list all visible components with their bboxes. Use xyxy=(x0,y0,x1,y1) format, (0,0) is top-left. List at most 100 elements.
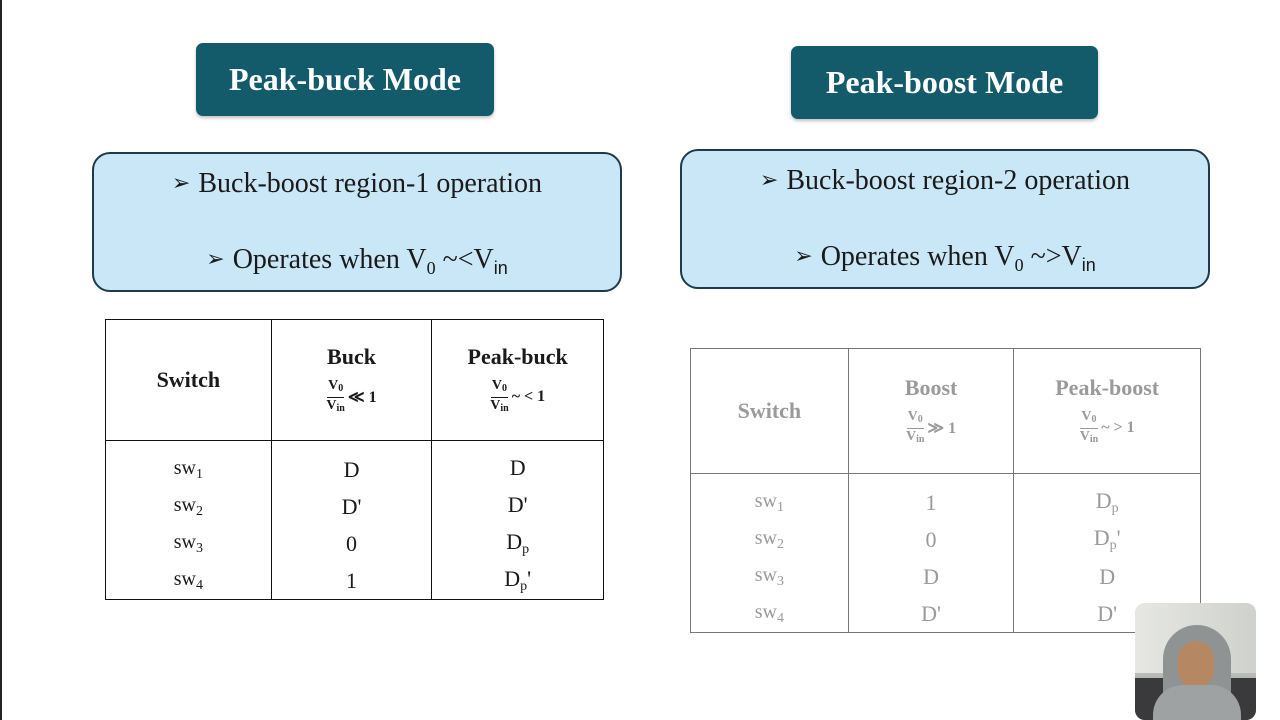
switch-cell: sw4 xyxy=(105,562,272,600)
title-text: Peak-buck Mode xyxy=(229,61,461,97)
header-switch: Switch xyxy=(105,319,272,441)
boost-cell: 0 xyxy=(847,521,1015,558)
table-row: sw2 0 Dp' xyxy=(690,521,1201,558)
fraction-denominator: V xyxy=(1079,428,1090,444)
subscript: 0 xyxy=(1014,255,1024,275)
boost-cell: D' xyxy=(847,595,1015,633)
subscript: 0 xyxy=(1091,413,1097,425)
table-row: sw3 D D xyxy=(690,558,1201,595)
subscript: in xyxy=(916,433,925,445)
switch-cell: sw3 xyxy=(690,558,849,595)
peak-boost-cell: Dp' xyxy=(1013,521,1201,558)
arrowhead-bullet-icon: ➢ xyxy=(206,247,225,272)
ratio-condition: V0 Vin ~ > 1 xyxy=(1080,409,1135,448)
bullet-item: ➢ Operates when V0 ~>Vin xyxy=(682,241,1208,276)
buck-cell: 1 xyxy=(270,562,433,600)
title-text: Peak-boost Mode xyxy=(825,64,1064,100)
ratio-relation: ~ > 1 xyxy=(1101,419,1135,436)
peak-buck-info-box: ➢ Buck-boost region-1 operation ➢ Operates… xyxy=(92,152,622,292)
table-row: sw2 D' D' xyxy=(105,488,604,525)
table-row: sw4 D' D' xyxy=(690,595,1201,633)
peak-buck-cell: D' xyxy=(431,488,604,525)
bullet-text: Operates when V xyxy=(232,244,427,275)
switch-cell: sw2 xyxy=(690,521,849,558)
ratio-condition: V0 Vin ≫ 1 xyxy=(906,409,956,448)
switch-cell: sw1 xyxy=(690,473,849,521)
bullet-item: ➢ Buck-boost region-2 operation xyxy=(682,165,1208,197)
peak-buck-switch-table: Switch Buck V0 Vin ≪ 1 Peak-buck V0 xyxy=(105,319,604,600)
peak-buck-cell: D xyxy=(431,440,604,488)
fraction-denominator: V xyxy=(490,397,501,413)
buck-cell: 0 xyxy=(270,525,433,562)
bullet-relation: ~<V xyxy=(435,244,494,275)
header-boost: Boost V0 Vin ≫ 1 xyxy=(847,348,1015,474)
switch-cell: sw2 xyxy=(105,488,272,525)
subscript: 0 xyxy=(917,413,923,425)
subscript: 0 xyxy=(502,382,508,394)
subscript: in xyxy=(493,258,508,278)
ratio-fraction: V0 Vin xyxy=(906,409,924,448)
ratio-relation: ≪ 1 xyxy=(347,389,377,406)
header-text: Boost xyxy=(904,374,958,400)
fraction-denominator: V xyxy=(905,428,917,444)
arrowhead-bullet-icon: ➢ xyxy=(171,171,191,196)
bullet-text: Operates when V xyxy=(820,241,1015,272)
switch-cell: sw1 xyxy=(105,440,272,488)
buck-cell: D' xyxy=(270,488,433,525)
arrowhead-bullet-icon: ➢ xyxy=(759,168,779,193)
ratio-condition: V0 Vin ~ < 1 xyxy=(490,378,545,417)
peak-boost-mode-title: Peak-boost Mode xyxy=(791,46,1098,119)
table-header-row: Switch Boost V0 Vin ≫ 1 Peak-boost V0 xyxy=(690,348,1201,474)
bullet-relation: ~>V xyxy=(1023,241,1082,272)
header-text: Switch xyxy=(737,398,802,423)
header-text: Peak-buck xyxy=(467,343,568,369)
table-row: sw1 1 Dp xyxy=(690,473,1201,521)
fraction-numerator: V xyxy=(1081,408,1092,424)
header-peak-boost: Peak-boost V0 Vin ~ > 1 xyxy=(1013,348,1201,474)
ratio-fraction: V0 Vin xyxy=(1080,409,1098,448)
presenter-body xyxy=(1153,685,1241,720)
header-peak-buck: Peak-buck V0 Vin ~ < 1 xyxy=(431,319,604,441)
subscript: in xyxy=(336,402,345,414)
fraction-denominator: V xyxy=(326,397,337,413)
subscript: 0 xyxy=(338,382,344,394)
table-row: sw4 1 Dp' xyxy=(105,562,604,600)
buck-cell: D xyxy=(270,440,433,488)
subscript: in xyxy=(1081,255,1096,275)
ratio-fraction: V0 Vin xyxy=(326,378,344,417)
switch-cell: sw4 xyxy=(690,595,849,633)
ratio-condition: V0 Vin ≪ 1 xyxy=(326,378,376,417)
peak-buck-cell: Dp' xyxy=(431,562,604,600)
subscript: in xyxy=(1089,433,1099,445)
peak-buck-mode-title: Peak-buck Mode xyxy=(196,43,494,116)
ratio-relation: ~ < 1 xyxy=(511,388,546,405)
subscript: 0 xyxy=(426,258,436,278)
bullet-item: ➢ Operates when V0 ~<Vin xyxy=(94,244,620,279)
switch-cell: sw3 xyxy=(105,525,272,562)
ratio-relation: ≫ 1 xyxy=(927,420,957,437)
table-row: sw3 0 Dp xyxy=(105,525,604,562)
header-text: Switch xyxy=(156,367,221,392)
header-buck: Buck V0 Vin ≪ 1 xyxy=(270,319,433,441)
bullet-text: Buck-boost region-2 operation xyxy=(786,165,1131,196)
table-row: sw1 D D xyxy=(105,440,604,488)
boost-cell: D xyxy=(847,558,1015,595)
ratio-fraction: V0 Vin xyxy=(490,378,508,417)
header-text: Buck xyxy=(327,343,376,369)
fraction-numerator: V xyxy=(907,408,918,424)
peak-boost-cell: D xyxy=(1013,558,1201,595)
peak-boost-cell: Dp xyxy=(1013,473,1201,521)
subscript: in xyxy=(500,402,509,414)
slide-left-edge xyxy=(0,0,2,720)
table-header-row: Switch Buck V0 Vin ≪ 1 Peak-buck V0 xyxy=(105,319,604,441)
bullet-item: ➢ Buck-boost region-1 operation xyxy=(94,168,620,200)
boost-cell: 1 xyxy=(847,473,1015,521)
bullet-text: Buck-boost region-1 operation xyxy=(198,168,543,199)
fraction-numerator: V xyxy=(328,377,339,393)
peak-boost-switch-table: Switch Boost V0 Vin ≫ 1 Peak-boost V0 xyxy=(690,348,1201,633)
presenter-face xyxy=(1178,641,1214,687)
peak-boost-info-box: ➢ Buck-boost region-2 operation ➢ Operates… xyxy=(680,149,1210,289)
arrowhead-bullet-icon: ➢ xyxy=(794,244,813,269)
header-text: Peak-boost xyxy=(1055,374,1160,400)
peak-buck-cell: Dp xyxy=(431,525,604,562)
